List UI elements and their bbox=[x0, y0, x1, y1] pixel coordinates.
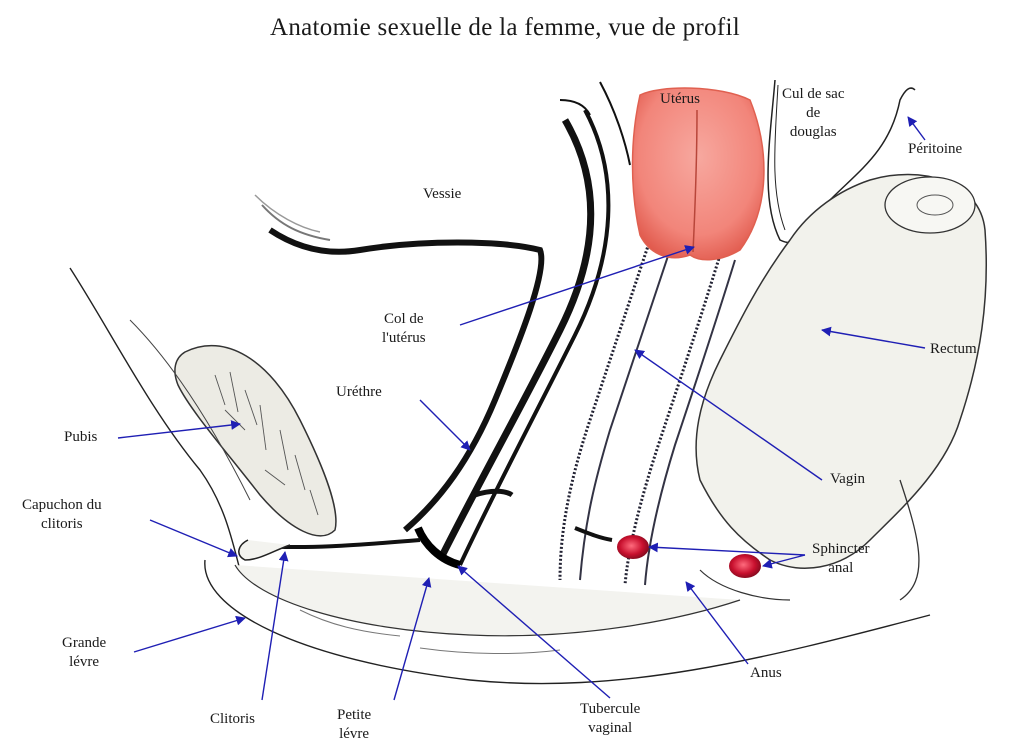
label-petite-levre: Petite lévre bbox=[337, 706, 371, 744]
label-vagin: Vagin bbox=[830, 470, 865, 489]
label-cul-de-sac: Cul de sac de douglas bbox=[782, 85, 844, 142]
label-clitoris: Clitoris bbox=[210, 710, 255, 729]
urethra bbox=[440, 120, 591, 560]
rectum-opening bbox=[885, 177, 975, 233]
label-sphincter: Sphincter anal bbox=[812, 540, 870, 578]
label-peritoine: Péritoine bbox=[908, 140, 962, 159]
label-uterus: Utérus bbox=[660, 90, 700, 109]
label-grande-levre: Grande lévre bbox=[62, 634, 106, 672]
arrow-grande-levre bbox=[134, 618, 245, 652]
label-anus: Anus bbox=[750, 664, 782, 683]
arrow-peritoine bbox=[908, 117, 925, 140]
arrow-urethre bbox=[420, 400, 470, 450]
labia-inner-outline bbox=[235, 565, 740, 636]
label-urethre: Uréthre bbox=[336, 383, 382, 402]
pubis-bone bbox=[175, 346, 336, 536]
arrow-anus bbox=[686, 582, 748, 664]
sphincter-left bbox=[617, 535, 649, 559]
sphincter-right bbox=[729, 554, 761, 578]
label-capuchon: Capuchon du clitoris bbox=[22, 496, 102, 534]
label-tubercule: Tubercule vaginal bbox=[580, 700, 640, 738]
uterus-shape bbox=[633, 88, 764, 260]
arrow-capuchon bbox=[150, 520, 237, 556]
label-pubis: Pubis bbox=[64, 428, 97, 447]
label-rectum: Rectum bbox=[930, 340, 977, 359]
label-col-uterus: Col de l'utérus bbox=[382, 310, 426, 348]
label-vessie: Vessie bbox=[423, 185, 461, 204]
